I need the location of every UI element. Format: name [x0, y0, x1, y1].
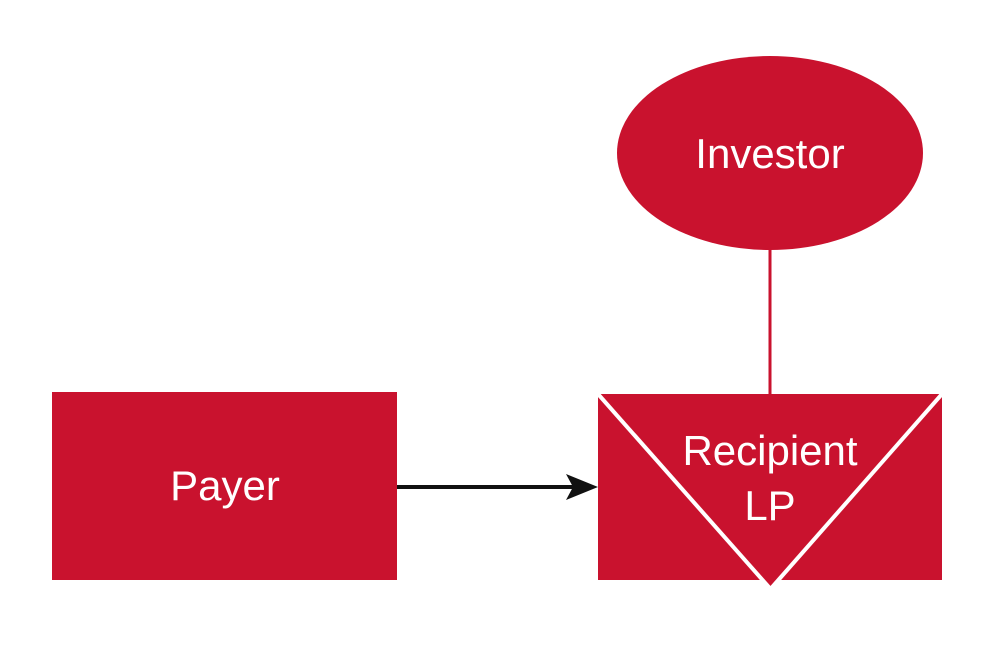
payer-label: Payer	[170, 462, 280, 509]
investor-label: Investor	[695, 130, 844, 177]
recipient-label-line1: Recipient	[682, 427, 857, 474]
payer-recipient-arrowhead	[566, 474, 598, 500]
payer-node-rect	[52, 392, 397, 580]
recipient-node-group: Recipient LP	[596, 392, 944, 591]
recipient-v-line-left	[596, 392, 772, 591]
investor-node-ellipse	[617, 56, 923, 250]
recipient-label-line2: LP	[744, 482, 795, 529]
recipient-v-line-right	[768, 392, 944, 591]
recipient-node-rect	[598, 394, 942, 580]
